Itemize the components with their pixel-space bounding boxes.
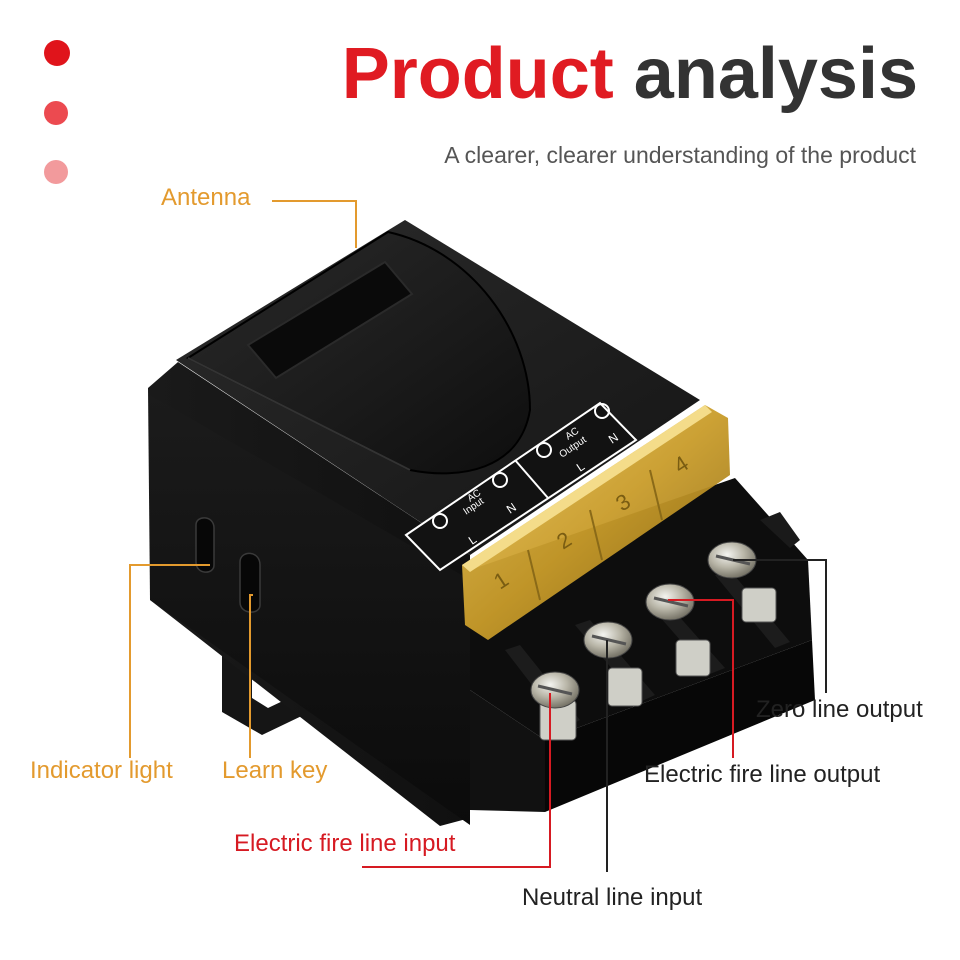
leader-fire-input bbox=[362, 693, 551, 868]
title-word-product: Product bbox=[341, 34, 614, 114]
terminal-safety-cover: 1 2 3 4 bbox=[462, 405, 730, 640]
title-word-analysis: analysis bbox=[633, 34, 918, 114]
callout-neutral-input: Neutral line input bbox=[522, 884, 703, 911]
decor-dot-3 bbox=[44, 160, 68, 184]
callout-leader-lines bbox=[129, 200, 827, 872]
callout-zero-output: Zero line output bbox=[756, 696, 923, 723]
callout-fire-input: Electric fire line input bbox=[234, 830, 456, 857]
callout-learn-key: Learn key bbox=[222, 757, 328, 784]
terminal-screw-3 bbox=[645, 583, 711, 677]
terminal-label-panel: AC Input L N AC Output L N bbox=[404, 401, 638, 572]
callout-fire-output: Electric fire line output bbox=[644, 761, 881, 788]
leader-antenna bbox=[272, 200, 357, 248]
antenna-dome-cover bbox=[185, 230, 532, 475]
leader-indicator-light bbox=[129, 564, 210, 758]
decor-dot-2 bbox=[44, 101, 68, 125]
leader-zero-output bbox=[733, 559, 827, 693]
indicator-light-slot bbox=[195, 517, 215, 573]
housing-front-face bbox=[150, 395, 470, 825]
leader-learn-key bbox=[249, 594, 253, 758]
page-subtitle: A clearer, clearer understanding of the … bbox=[444, 142, 916, 168]
callout-antenna: Antenna bbox=[161, 184, 251, 211]
indicator-window bbox=[246, 260, 414, 380]
leader-fire-output bbox=[668, 599, 734, 758]
learn-key-slot bbox=[239, 552, 261, 613]
decor-dot-1 bbox=[44, 40, 70, 66]
callout-indicator-light: Indicator light bbox=[30, 757, 173, 784]
page-title: Product analysis bbox=[342, 38, 918, 110]
